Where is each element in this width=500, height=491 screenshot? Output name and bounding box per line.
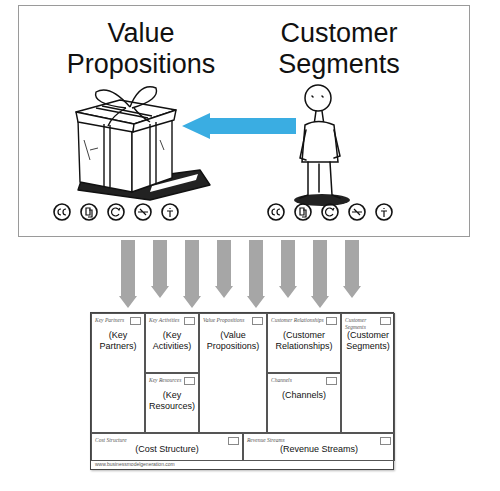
- canvas-cell: Cost Structure(Cost Structure): [91, 433, 243, 461]
- proposition-panel: Value Propositions Customer Segments: [18, 5, 470, 237]
- cell-label: (Cost Structure): [92, 444, 242, 455]
- panel-heading: Customer Segments: [259, 18, 419, 80]
- cell-label: (Key Resources): [146, 390, 198, 412]
- flow-arrow: [182, 113, 296, 139]
- flow-arrow: [247, 240, 265, 308]
- cell-icon: [380, 437, 391, 445]
- cell-header: Customer Segments: [345, 317, 383, 330]
- flow-arrow: [311, 240, 329, 308]
- cell-header: Revenue Streams: [247, 437, 383, 444]
- flow-arrow: [119, 240, 137, 308]
- canvas-cell: Revenue Streams(Revenue Streams): [243, 433, 395, 461]
- cell-header: Key Partners: [95, 317, 133, 324]
- cell-icon: [130, 317, 141, 325]
- license-icons: [54, 204, 392, 220]
- canvas-cell: Customer Segments(Customer Segments): [341, 313, 395, 433]
- flow-arrow: [215, 240, 233, 298]
- cell-icon: [184, 317, 195, 325]
- cell-header: Key Resources: [149, 377, 187, 384]
- flow-arrow: [151, 240, 169, 298]
- business-model-canvas: www.businessmodelgeneration.com Key Partn…: [90, 312, 394, 470]
- cell-label: (Key Activities): [146, 330, 198, 352]
- cell-header: Cost Structure: [95, 437, 231, 444]
- canvas-cell: Key Activities (Key Activities): [145, 313, 199, 373]
- canvas-cell: Key Partners (Key Partners): [91, 313, 145, 433]
- cell-icon: [252, 317, 263, 325]
- cell-header: Customer Relationships: [271, 317, 329, 324]
- canvas-cell: Key Resources (Key Resources): [145, 373, 199, 433]
- customer-figure: [294, 85, 350, 206]
- cell-icon: [326, 377, 337, 385]
- cell-icon: [228, 437, 239, 445]
- cell-icon: [184, 377, 195, 385]
- cell-icon: [326, 317, 337, 325]
- cell-header: Value Propositions: [203, 317, 255, 324]
- cell-label: (Customer Relationships): [268, 330, 340, 352]
- cell-label: (Value Propositions): [200, 330, 266, 352]
- footer-note: www.businessmodelgeneration.com: [95, 461, 175, 467]
- flow-arrow: [183, 240, 201, 308]
- gift-illustration: [76, 87, 210, 200]
- cell-label: (Customer Segments): [342, 330, 394, 352]
- cell-header: Channels: [271, 377, 329, 384]
- cell-label: (Key Partners): [92, 330, 144, 352]
- cell-label: (Channels): [268, 390, 340, 401]
- flow-arrow: [343, 240, 361, 298]
- canvas-cell: Value Propositions (Value Propositions): [199, 313, 267, 433]
- cell-header: Key Activities: [149, 317, 187, 324]
- cell-icon: [380, 317, 391, 325]
- canvas-cell: Customer Relationships (Customer Relation…: [267, 313, 341, 373]
- flow-arrow: [279, 240, 297, 298]
- cell-label: (Revenue Streams): [244, 444, 394, 455]
- panel-heading: Value Propositions: [56, 18, 226, 80]
- canvas-cell: Channels (Channels): [267, 373, 341, 433]
